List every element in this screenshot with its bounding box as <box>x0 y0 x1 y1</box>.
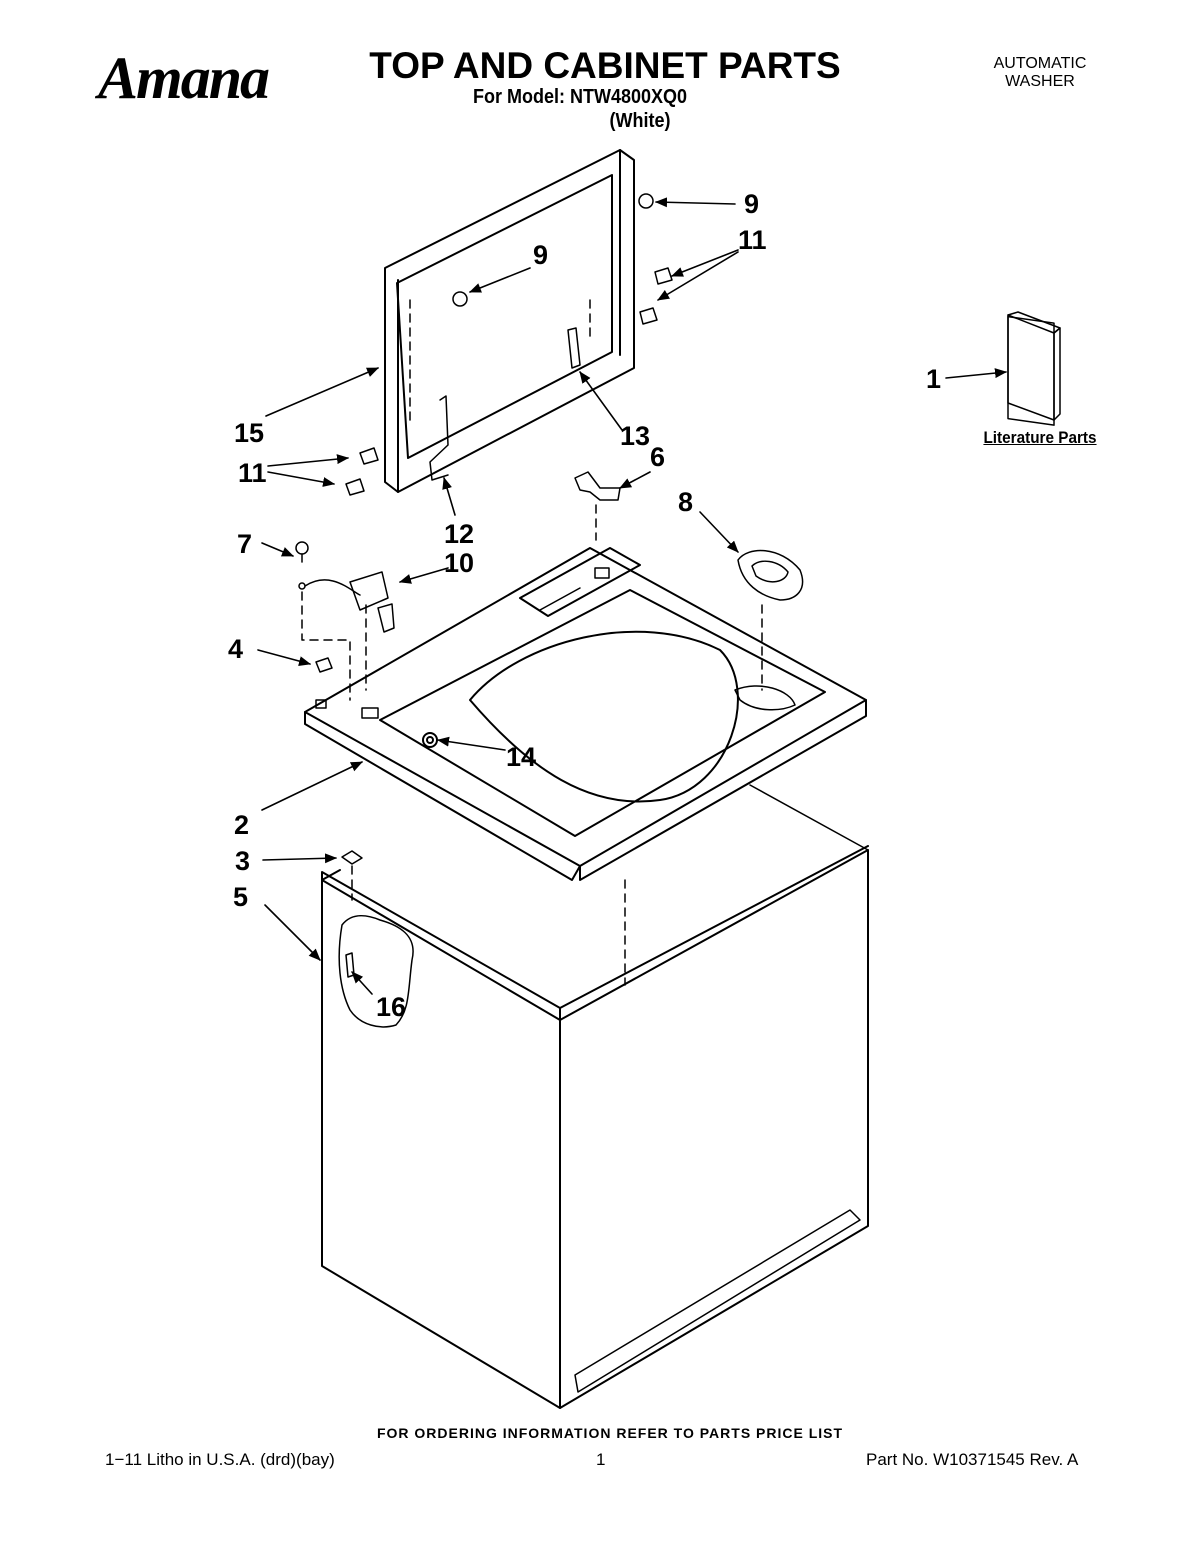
brand-logo: Amana <box>98 45 270 111</box>
literature-parts-label: Literature Parts <box>983 428 1097 447</box>
product-type: AUTOMATIC WASHER <box>960 55 1120 90</box>
callout-10: 10 <box>444 548 475 578</box>
callout-3: 3 <box>235 846 251 876</box>
callout-6: 6 <box>650 442 666 472</box>
callout-13: 13 <box>620 421 651 451</box>
callout-16: 16 <box>376 992 407 1022</box>
callout-1: 1 <box>926 364 942 394</box>
callout-9-lower: 9 <box>533 240 549 270</box>
assembly-lines <box>301 299 763 901</box>
cabinet <box>321 784 869 1409</box>
callout-7: 7 <box>237 529 253 559</box>
model-line: For Model: NTW4800XQ0 <box>472 86 688 108</box>
product-line-1: AUTOMATIC <box>993 55 1087 72</box>
callout-9-upper: 9 <box>744 189 760 219</box>
callout-4: 4 <box>228 634 244 664</box>
cabinet-cutaway <box>338 915 414 1028</box>
ordering-info: FOR ORDERING INFORMATION REFER TO PARTS … <box>376 1425 844 1441</box>
callout-8: 8 <box>678 487 694 517</box>
callout-11-lower: 11 <box>238 458 267 488</box>
callout-14: 14 <box>506 742 537 772</box>
callout-15: 15 <box>234 418 265 448</box>
callout-11-upper: 11 <box>738 225 767 255</box>
page-title: TOP AND CABINET PARTS <box>369 45 841 86</box>
callout-12: 12 <box>444 519 475 549</box>
callout-5: 5 <box>233 882 249 912</box>
color-line: (White) <box>609 110 671 132</box>
litho-info: 1−11 Litho in U.S.A. (drd)(bay) <box>105 1450 335 1469</box>
lid <box>384 149 635 493</box>
page-number: 1 <box>596 1450 606 1469</box>
callout-2: 2 <box>234 810 250 840</box>
leader-arrows <box>257 197 1007 995</box>
top-panel <box>304 547 867 881</box>
part-number: Part No. W10371545 Rev. A <box>866 1450 1079 1469</box>
small-parts <box>295 193 1061 978</box>
product-line-2: WASHER <box>1005 72 1075 90</box>
